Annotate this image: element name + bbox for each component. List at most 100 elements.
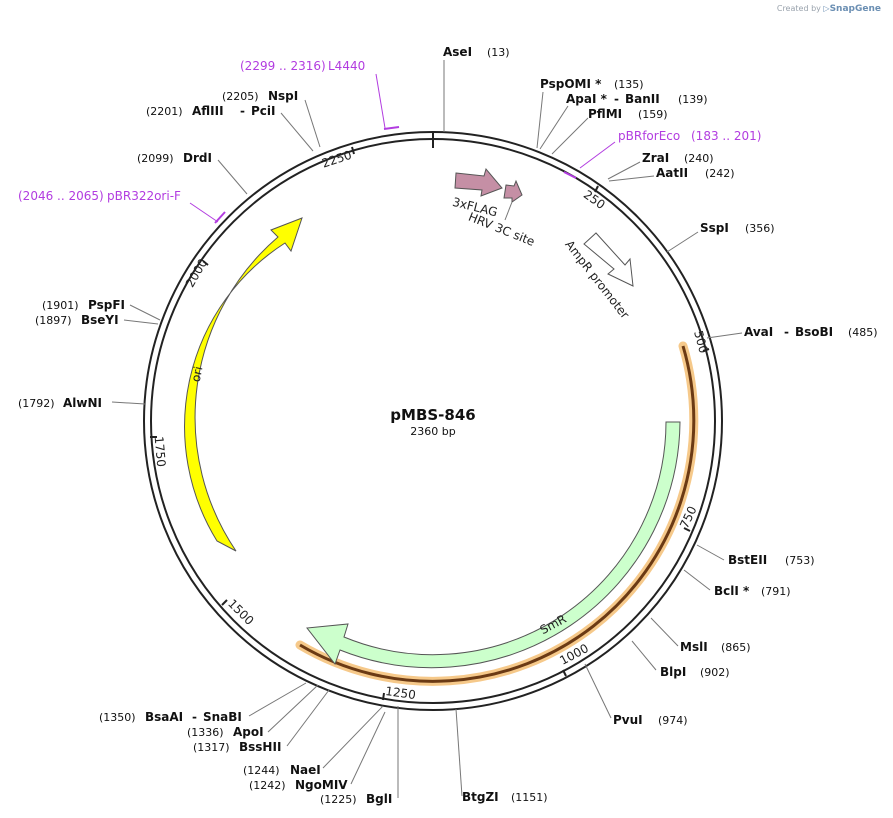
enzyme-pspfi[interactable]: PspFI [88, 298, 125, 312]
leader-bsteii [696, 544, 725, 561]
enzyme-pos-naei: (1244) [243, 764, 280, 777]
leader-naei [322, 705, 384, 769]
enzyme-pos-avai: (485) [848, 326, 878, 339]
snapgene-logo-icon: ▷ [823, 4, 830, 13]
enzyme-pos-apai: (139) [678, 93, 708, 106]
enzyme-pvui[interactable]: PvuI [613, 713, 643, 727]
enzyme-pflmi[interactable]: PflMI [588, 107, 622, 121]
leader-msli [650, 617, 679, 647]
enzyme-pos-bgli: (1225) [320, 793, 357, 806]
enzyme-pos-zrai: (240) [684, 152, 714, 165]
ori-label: ori [189, 365, 206, 383]
leader-bcli [683, 569, 711, 591]
leader-sspi [666, 231, 699, 253]
hrv-label: HRV 3C site [466, 210, 536, 249]
enzyme-bsaai[interactable]: BsaAI [145, 710, 183, 724]
primer-range-l4440: (2299 .. 2316) [240, 59, 326, 73]
enzyme-sspi[interactable]: SspI [700, 221, 729, 235]
leader-bsshii [286, 689, 330, 747]
ori-feature-arrow [184, 217, 303, 552]
enzyme-pos-pspomi: (135) [614, 78, 644, 91]
enzyme-afliii[interactable]: AflIII [192, 104, 224, 118]
enzyme-naei[interactable]: NaeI [290, 763, 321, 777]
enzyme-drdi[interactable]: DrdI [183, 151, 212, 165]
tick-mark-1250 [382, 692, 385, 701]
enzyme-banii[interactable]: BanII [625, 92, 660, 106]
enzyme-bsshii[interactable]: BssHII [239, 740, 281, 754]
credit-prefix: Created by [776, 4, 821, 13]
primer-name-l4440: L4440 [328, 59, 365, 73]
hrv-feature-arrow [503, 179, 523, 203]
tick-label-500: 500 [691, 329, 710, 355]
enzyme-apai[interactable]: ApaI * [566, 92, 608, 106]
enzyme-pos-bseyi: (1897) [35, 314, 72, 327]
leader-bsaai [248, 682, 307, 717]
smr-highlight [295, 341, 699, 686]
leader-pvui [584, 663, 612, 719]
primer-leader-pbrforeco [579, 141, 616, 169]
leader-aatii [608, 175, 655, 182]
enzyme-sep-afliii: - [240, 104, 245, 118]
enzyme-bgli[interactable]: BglI [366, 792, 392, 806]
enzyme-bsobi[interactable]: BsoBI [795, 325, 833, 339]
enzyme-alwni[interactable]: AlwNI [63, 396, 102, 410]
enzyme-avai[interactable]: AvaI [744, 325, 773, 339]
enzyme-sep-bsaai: - [192, 710, 197, 724]
leader-drdi [217, 159, 248, 195]
leader-btgzi [455, 708, 463, 797]
hrv-leader [504, 201, 513, 221]
enzyme-pos-nspi: (2205) [222, 90, 259, 103]
ampr-promoter-arrow [583, 232, 634, 287]
enzyme-pos-bsshii: (1317) [193, 741, 230, 754]
tick-mark-500 [702, 348, 710, 352]
enzyme-snabi[interactable]: SnaBI [203, 710, 242, 724]
enzyme-btgzi[interactable]: BtgZI [462, 790, 499, 804]
primer-mark-pbrforeco [563, 171, 577, 179]
leader-alwni [111, 401, 146, 405]
enzyme-aatii[interactable]: AatII [656, 166, 688, 180]
tick-mark-750 [683, 527, 691, 532]
enzyme-pos-bsaai: (1350) [99, 711, 136, 724]
enzyme-pspomi[interactable]: PspOMI * [540, 77, 602, 91]
tick-mark-2250 [351, 146, 355, 155]
enzyme-pos-bcli: (791) [761, 585, 791, 598]
enzyme-bcli[interactable]: BclI * [714, 584, 750, 598]
tick-label-1750: 1750 [152, 436, 169, 468]
plasmid-name: pMBS-846 [390, 406, 475, 424]
enzyme-blpi[interactable]: BlpI [660, 665, 686, 679]
enzyme-pos-apoi: (1336) [187, 726, 224, 739]
primer-range-pbr322ori: (2046 .. 2065) [18, 189, 104, 203]
enzyme-pos-pflmi: (159) [638, 108, 668, 121]
enzyme-leaders [111, 60, 743, 798]
enzyme-ngomiv[interactable]: NgoMIV [295, 778, 348, 792]
tick-mark-1500 [221, 599, 228, 606]
leader-nspi [304, 99, 321, 148]
enzyme-apoi[interactable]: ApoI [233, 725, 264, 739]
enzyme-bseyi[interactable]: BseYI [81, 313, 119, 327]
enzyme-pos-sspi: (356) [745, 222, 775, 235]
enzyme-pos-blpi: (902) [700, 666, 730, 679]
enzyme-pos-aatii: (242) [705, 167, 735, 180]
enzyme-pos-pvui: (974) [658, 714, 688, 727]
tick-label-2250: 2250 [320, 148, 353, 171]
enzyme-sep-avai: - [784, 325, 789, 339]
enzyme-bsteii[interactable]: BstEII [728, 553, 767, 567]
tick-mark-250 [594, 185, 599, 193]
leader-zrai [607, 161, 641, 180]
enzyme-pos-bsteii: (753) [785, 554, 815, 567]
leader-avai [706, 332, 743, 339]
tick-label-1250: 1250 [384, 684, 416, 702]
leader-pspomi [536, 91, 544, 149]
smr-feature-arrow [306, 421, 681, 669]
enzyme-pcii[interactable]: PciI [251, 104, 276, 118]
enzyme-pos-ngomiv: (1242) [249, 779, 286, 792]
primer-name-pbr322ori: pBR322ori-F [107, 189, 181, 203]
enzyme-msli[interactable]: MslI [680, 640, 708, 654]
leader-blpi [631, 640, 657, 671]
enzyme-nspi[interactable]: NspI [268, 89, 298, 103]
primer-mark-l4440 [383, 126, 400, 130]
enzyme-zrai[interactable]: ZraI [642, 151, 669, 165]
tick-mark-1000 [562, 669, 567, 677]
enzyme-pos-msli: (865) [721, 641, 751, 654]
enzyme-asei[interactable]: AseI [443, 45, 472, 59]
